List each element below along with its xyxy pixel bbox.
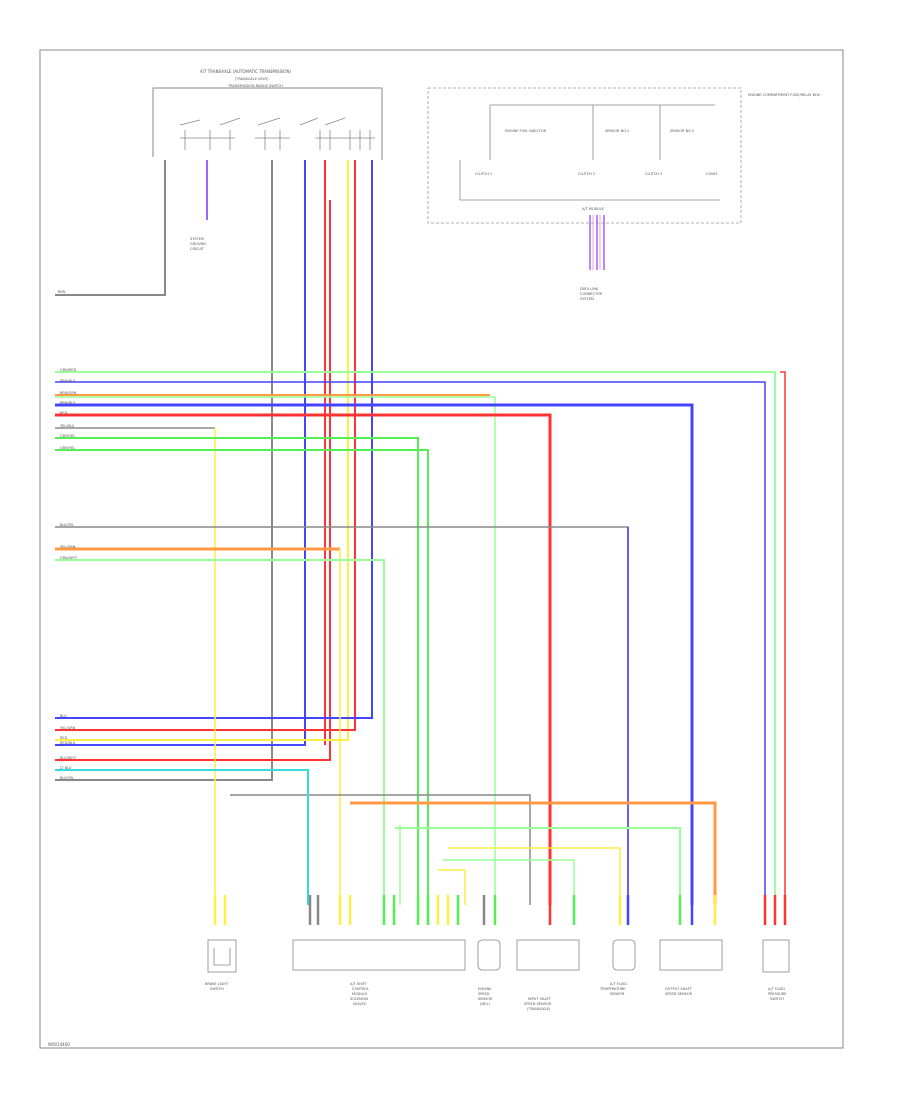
transmission-box: [152, 87, 383, 160]
left-label-g3-5: LT BLU: [60, 766, 72, 770]
left-label-g1-4: RED: [60, 411, 68, 415]
fuse-sub-3: CLUTCH 3: [645, 172, 662, 176]
fuse-relay-box: ENGINE COMPARTMENT FUSE/RELAY BOX ENGINE…: [427, 87, 821, 301]
transmission-subtitle-1: (TRANSAXLE ASSY): [235, 77, 269, 81]
left-wire-labels: GRN/RED BRN/BLU BRN/GRN BRN/BLU RED YEL/BLU GR…: [60, 368, 78, 780]
wire-tr-blue-1: [55, 160, 306, 746]
wire-h-blue-1: [55, 381, 766, 900]
engine-speed-sensor: [477, 939, 501, 971]
left-label-g1-5: YEL/BLU: [60, 424, 75, 428]
wire-tr-yellow: [55, 160, 349, 741]
brake-light-switch: [207, 939, 237, 973]
left-label-top: BRN: [58, 290, 66, 294]
wire-h-green-3: [55, 437, 419, 905]
left-label-g1-6: GRN/YEL: [60, 434, 75, 438]
left-label-g3-6: BLK/YEL: [60, 776, 74, 780]
fuse-item-3: SENSOR NO.2: [670, 129, 694, 133]
wire-tr-blue-2: [55, 160, 373, 719]
fuse-sub-2: CLUTCH 2: [578, 172, 595, 176]
wire-l-green-3: [443, 859, 575, 905]
wire-l-cyan: [55, 769, 309, 905]
output-shaft-sensor: [659, 939, 723, 971]
wire-bundle: [55, 160, 787, 925]
left-label-g3-4: BLU/WHT: [60, 756, 77, 760]
left-label-g1-2: BRN/GRN: [60, 391, 77, 395]
left-label-g1-3: BRN/BLU: [60, 401, 76, 405]
wire-m-green: [55, 559, 385, 905]
wire-l-green-1: [395, 827, 681, 905]
diagram-border: [39, 49, 844, 1049]
left-label-g3-3: RED/BLU: [60, 741, 76, 745]
left-label-g3-1: YEL/GRN: [60, 726, 76, 730]
wire-h-red-long: [780, 371, 786, 900]
left-label-g3-2: RED: [60, 736, 68, 740]
wire-tr-gray: [55, 160, 273, 781]
footer-code: W0014400: [48, 1042, 70, 1047]
wire-h-red-2: [55, 413, 552, 905]
fuse-item-2: SENSOR NO.1: [605, 129, 629, 133]
wire-h-green-4: [55, 449, 429, 905]
wire-tr-red-3: [55, 160, 356, 731]
left-label-g1-7: GRN/YEL: [60, 446, 75, 450]
left-label-g3-0: BLU: [60, 714, 67, 718]
input-shaft-sensor: [516, 939, 580, 971]
transmission-assembly: A/T TRANSAXLE (AUTOMATIC TRANSMISSION) (…: [152, 69, 383, 160]
wire-l-yellow-2: [438, 869, 466, 905]
wire-h-green-2: [55, 396, 496, 905]
left-label-g1-0: GRN/RED: [60, 368, 77, 372]
fluid-temp-sensor: [612, 939, 636, 971]
fuse-code: C0003: [706, 172, 717, 176]
fuse-box-title: ENGINE COMPARTMENT FUSE/RELAY BOX: [748, 93, 821, 97]
left-label-g1-1: BRN/BLU: [60, 379, 76, 383]
wire-l-yellow: [448, 847, 621, 905]
shift-control-module: [292, 939, 466, 971]
range-switch-contacts: [179, 117, 375, 150]
fuse-bottom-label: A/T MODULE: [582, 207, 604, 211]
left-label-g2-1: YEL/GRN: [60, 545, 76, 549]
wire-h-green-1: [55, 371, 776, 900]
fuse-sub-1: CLUTCH 1: [475, 172, 492, 176]
left-label-g2-0: BLK/YEL: [60, 523, 74, 527]
wire-l-orange: [350, 801, 717, 905]
transmission-title: A/T TRANSAXLE (AUTOMATIC TRANSMISSION): [200, 69, 291, 74]
wire-l-gray: [230, 794, 531, 905]
wire-h-blue-2: [55, 403, 694, 905]
transmission-subtitle-2: TRANSMISSION RANGE SWITCH: [227, 84, 283, 88]
ground-wire: [55, 160, 166, 296]
fluid-pressure-switch: [762, 939, 790, 973]
fuse-item-1: ENGINE FUEL INJECTOR: [505, 129, 547, 133]
left-label-g2-2: GRN/WHT: [60, 556, 78, 560]
wire-tr-red-2: [55, 200, 331, 761]
